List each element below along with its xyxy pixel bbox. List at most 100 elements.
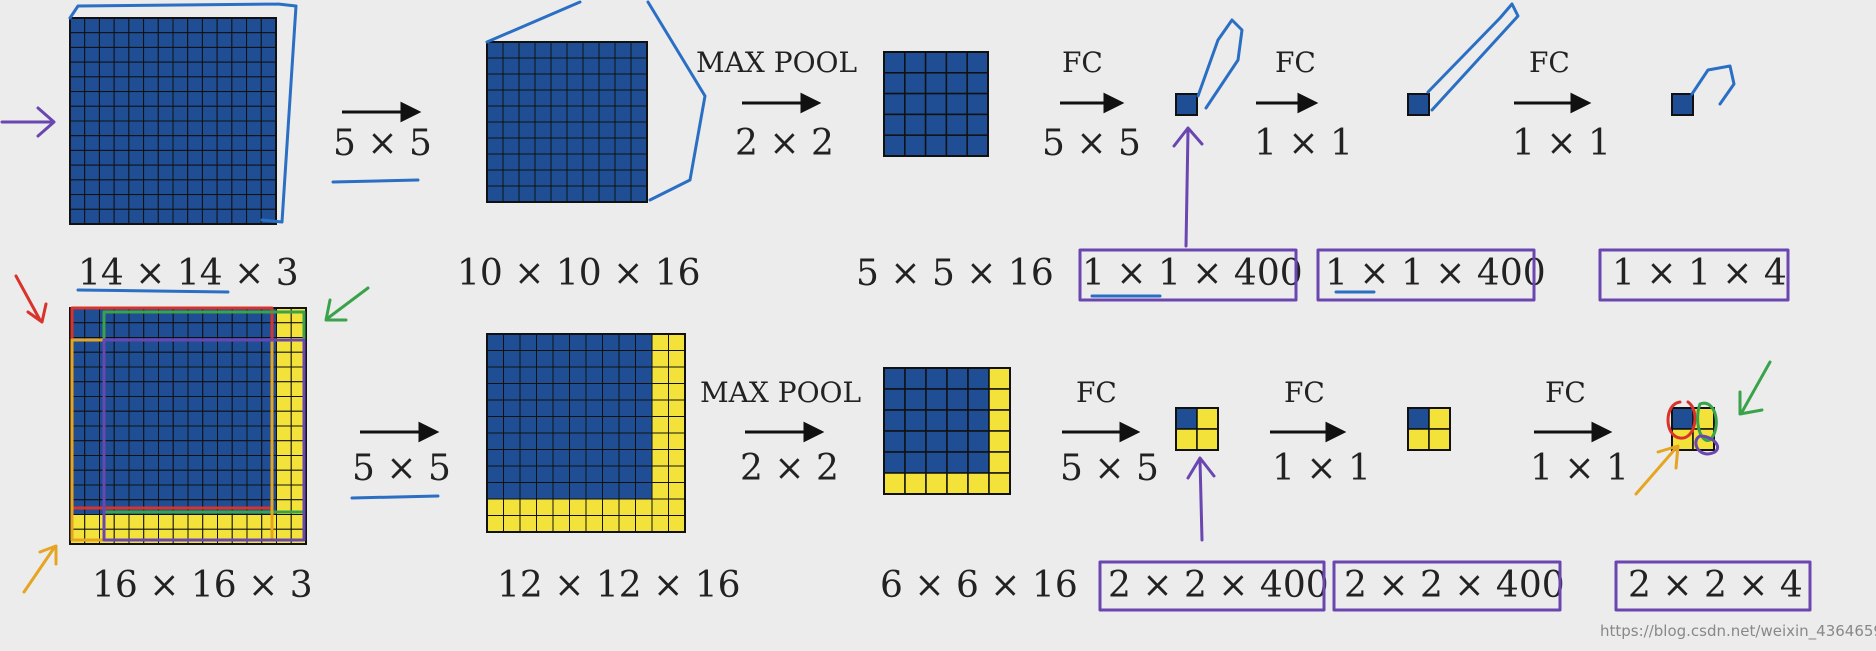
- grid-cell: [536, 449, 554, 467]
- grid-cell: [598, 73, 616, 91]
- grid-cell: [128, 105, 145, 122]
- grid-cell: [172, 455, 189, 471]
- grid-cell: [84, 194, 100, 210]
- grid-cell: [246, 484, 263, 501]
- grid-cell: [84, 528, 100, 545]
- grid-cell: [486, 399, 504, 417]
- grid-cell: [614, 89, 632, 107]
- grid-cell: [566, 169, 584, 187]
- grid-cell: [276, 514, 292, 530]
- grid-cell: [69, 164, 86, 181]
- grid-cell: [503, 465, 521, 483]
- grid-cell: [904, 430, 927, 453]
- grid-cell: [261, 396, 277, 412]
- grid-cell: [614, 73, 632, 91]
- grid-cell: [261, 307, 277, 324]
- grid-cell: [566, 137, 584, 155]
- grid-cell: [246, 194, 262, 210]
- grid-cell: [602, 465, 620, 483]
- grid-cell: [113, 61, 130, 78]
- grid-cell: [585, 515, 603, 533]
- grid-cell: [618, 482, 636, 500]
- grid-border: [1175, 407, 1219, 451]
- grid-cell: [585, 399, 603, 417]
- grid-cell: [231, 351, 248, 368]
- grid-cell: [157, 61, 174, 78]
- grid-cell: [1196, 428, 1219, 451]
- grid-cell: [502, 89, 520, 107]
- grid-cell: [216, 91, 233, 107]
- grid-border: [486, 41, 648, 203]
- grid-cell: [128, 91, 145, 107]
- purple-window-outline: [102, 338, 306, 542]
- grid-cell: [966, 92, 989, 116]
- top-fc2-depth-stroke: [1426, 2, 1520, 112]
- grid-cell: [217, 410, 233, 427]
- grid-cell: [158, 484, 174, 501]
- grid-cell: [552, 432, 570, 450]
- grid-cell: [128, 455, 145, 471]
- grid-cell: [651, 366, 669, 384]
- grid-cell: [618, 399, 636, 417]
- handwritten-annotations: [0, 0, 1812, 612]
- grid-cell: [946, 451, 969, 474]
- grid-cell: [635, 498, 653, 516]
- grid-cell: [201, 164, 218, 181]
- grid-cell: [158, 351, 174, 368]
- bottom-fc1-arrowhead: [1119, 421, 1141, 443]
- grid-cell: [260, 46, 277, 63]
- orange-corner-arrow: [22, 544, 58, 594]
- grid-cell: [502, 57, 520, 75]
- grid-cell: [569, 399, 587, 417]
- grid-cell: [668, 350, 686, 368]
- top-fc3-depth-stroke: [1690, 64, 1736, 106]
- grid-cell: [172, 32, 189, 48]
- grid-cell: [246, 61, 262, 78]
- grid-cell: [202, 322, 218, 338]
- grid-cell: [128, 469, 145, 486]
- grid-cell: [534, 121, 552, 139]
- grid-cell: [536, 432, 554, 450]
- grid-cell: [231, 410, 248, 427]
- grid-cell: [99, 381, 115, 397]
- grid-border: [1407, 407, 1451, 451]
- grid-cell: [276, 455, 292, 471]
- top-fc1-depth-stroke: [1196, 18, 1244, 110]
- grid-cell: [618, 515, 636, 533]
- grid-cell: [276, 396, 292, 412]
- grid-cell: [519, 432, 537, 450]
- grid-cell: [967, 388, 990, 411]
- grid-cell: [618, 432, 636, 450]
- grid-cell: [246, 76, 262, 93]
- grid-cell: [260, 135, 277, 151]
- grid-cell: [261, 322, 277, 338]
- grid-cell: [84, 120, 100, 137]
- grid-cell: [276, 307, 292, 324]
- grid-cell: [614, 57, 632, 75]
- grid-cell: [552, 366, 570, 384]
- grid-cell: [216, 179, 233, 196]
- grid-cell: [231, 135, 248, 151]
- grid-cell: [925, 409, 948, 432]
- grid-cell: [99, 410, 115, 427]
- top-input-arrow-stroke: [0, 106, 56, 138]
- bottom-fc3-op: 1 × 1: [1530, 448, 1629, 489]
- bottom-fc3-out-label: 2 × 2 × 4: [1628, 565, 1803, 606]
- grid-cell: [486, 449, 504, 467]
- grid-cell: [988, 430, 1011, 453]
- grid-cell: [98, 17, 115, 34]
- grid-cell: [69, 135, 86, 151]
- grid-cell: [187, 396, 204, 412]
- grid-cell: [187, 179, 203, 196]
- grid-cell: [585, 333, 603, 351]
- grid-cell: [883, 72, 906, 95]
- grid-cell: [157, 164, 174, 181]
- grid-cell: [246, 91, 262, 107]
- grid-cell: [1428, 407, 1451, 430]
- grid-cell: [651, 432, 669, 450]
- bottom-conv-arrowhead: [418, 421, 440, 443]
- top-pool-op: 2 × 2: [735, 123, 834, 164]
- grid-cell: [925, 367, 948, 390]
- grid-cell: [84, 164, 100, 181]
- grid-cell: [246, 514, 263, 530]
